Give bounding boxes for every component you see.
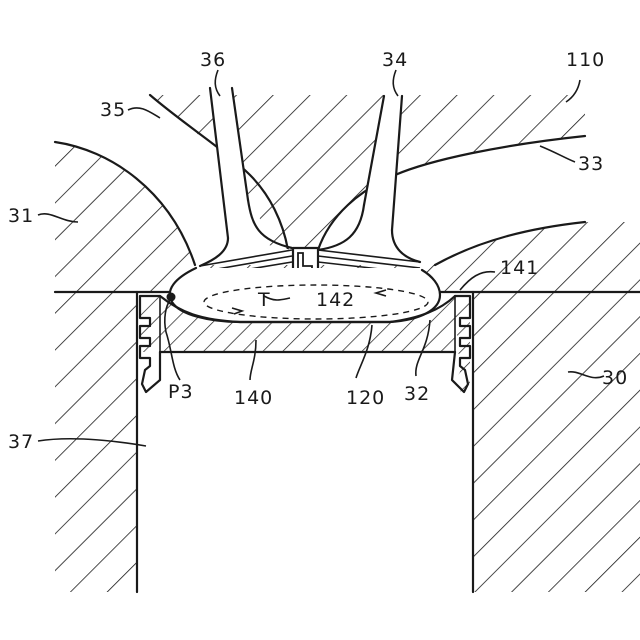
label-110: 110 — [566, 49, 605, 71]
label-30: 30 — [602, 367, 628, 389]
label-32: 32 — [404, 383, 430, 405]
label-31: 31 — [8, 205, 34, 227]
label-37: 37 — [8, 431, 34, 453]
label-120: 120 — [346, 387, 385, 409]
label-35: 35 — [100, 99, 126, 121]
combustion-chamber — [170, 268, 440, 322]
point-p3-marker — [167, 293, 176, 302]
label-T: T — [257, 289, 271, 311]
cylinder-head — [55, 95, 640, 292]
label-140: 140 — [234, 387, 273, 409]
label-36: 36 — [200, 49, 226, 71]
label-34: 34 — [382, 49, 408, 71]
label-142: 142 — [316, 289, 355, 311]
label-P3: P3 — [168, 381, 194, 403]
label-141: 141 — [500, 257, 539, 279]
label-33: 33 — [578, 153, 604, 175]
